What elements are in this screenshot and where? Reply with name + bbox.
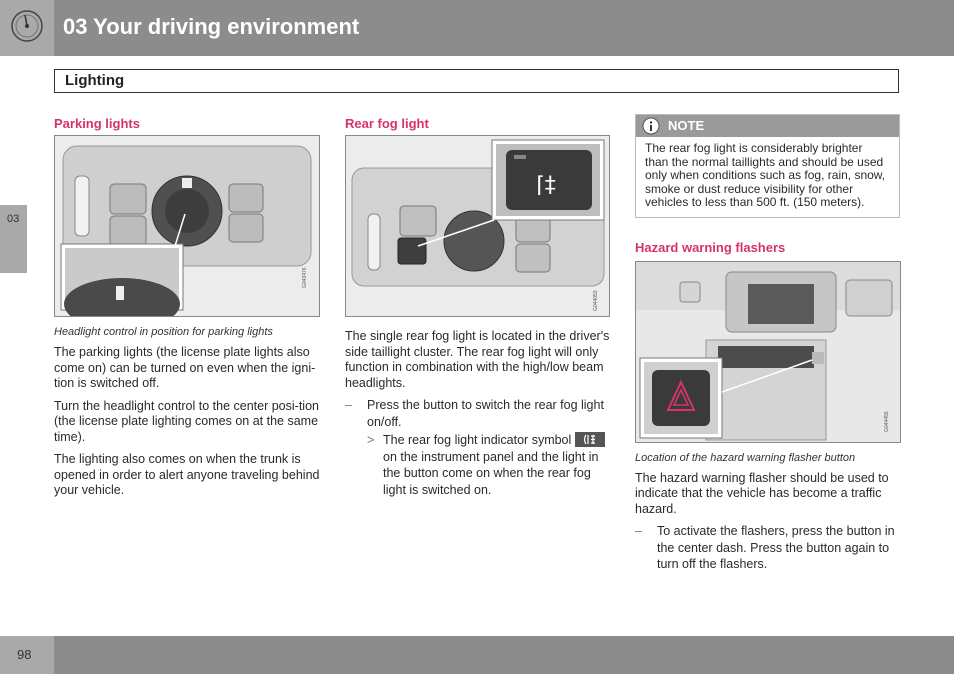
hazard-flashers-heading: Hazard warning flashers <box>635 239 786 255</box>
sub-list-text-after: on the instrument panel and the light in… <box>383 449 599 497</box>
hazard-flashers-caption: Location of the hazard warning flasher b… <box>635 451 856 464</box>
list-item: – Press the button to switch the rear fo… <box>345 397 610 430</box>
parking-lights-paragraph: Turn the headlight control to the center… <box>54 398 319 444</box>
svg-text:⌈‡: ⌈‡ <box>536 173 556 198</box>
note-text: The rear fog light is considerably brigh… <box>645 141 886 209</box>
note-label: NOTE <box>668 118 705 133</box>
parking-lights-paragraph: The lighting also comes on when the trun… <box>54 452 320 497</box>
hazard-flashers-paragraph: The hazard warning flasher should be use… <box>635 470 889 516</box>
figure-code: G044053 <box>593 290 599 311</box>
chapter-title: 03 Your driving environment <box>63 14 360 39</box>
rear-fog-light-paragraph: The single rear fog light is located in … <box>345 329 610 390</box>
section-title: Lighting <box>65 72 125 89</box>
parking-lights-heading: Parking lights <box>54 116 140 131</box>
section-title-bar: Lighting <box>54 69 899 93</box>
list-item-text: Press the button to switch the rear fog … <box>367 398 604 429</box>
page-number-box: 98 <box>0 636 54 674</box>
chapter-side-tab: 03 <box>0 205 27 273</box>
fog-light-button-illustration: ⌈‡ <box>346 136 609 316</box>
sub-list-marker: > <box>367 433 375 447</box>
parking-lights-column: Parking lights G043476 Headlight control… <box>54 110 320 499</box>
chapter-header: 03 Your driving environment <box>0 0 954 56</box>
list-item-text: To activate the flashers, press the butt… <box>657 524 895 571</box>
info-icon <box>642 117 660 135</box>
sub-list-item: > The rear fog light indicator symbol on… <box>367 432 610 498</box>
list-marker: – <box>345 398 352 412</box>
list-item: – To activate the flashers, press the bu… <box>635 523 900 573</box>
parking-lights-paragraph: The parking lights (the license plate li… <box>54 345 316 390</box>
chapter-tab-label: 03 <box>7 213 20 225</box>
note-header: NOTE <box>636 115 899 137</box>
rear-fog-light-column: Rear fog light ⌈‡ G044053 The single rea… <box>345 110 610 498</box>
rear-fog-light-icon <box>574 432 605 447</box>
hazard-button-figure: G044455 <box>635 260 901 443</box>
chapter-icon-box <box>0 0 54 56</box>
list-marker: – <box>635 524 642 538</box>
figure-code: G043476 <box>302 267 308 288</box>
page-number: 98 <box>17 647 32 662</box>
rear-fog-light-heading: Rear fog light <box>345 116 429 131</box>
note-and-hazard-column: NOTE The rear fog light is considerably … <box>635 110 901 573</box>
center-dash-illustration <box>636 261 900 442</box>
note-box: NOTE The rear fog light is considerably … <box>635 114 900 218</box>
sub-list-text-before: The rear fog light indicator symbol <box>383 433 572 447</box>
speedometer-icon <box>11 10 43 42</box>
figure-code: G044455 <box>884 410 890 432</box>
headlight-control-illustration <box>55 136 319 316</box>
headlight-control-figure: G043476 <box>54 135 320 317</box>
parking-lights-caption: Headlight control in position for parkin… <box>54 326 273 338</box>
page-footer: 98 <box>0 636 954 674</box>
rear-fog-light-figure: ⌈‡ G044053 <box>345 135 610 317</box>
